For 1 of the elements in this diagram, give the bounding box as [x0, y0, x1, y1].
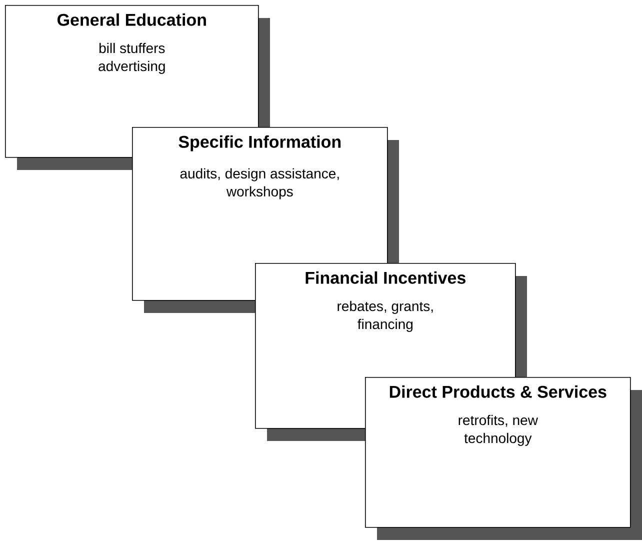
text-box: Direct Products & Services retrofits, new technology: [365, 376, 642, 540]
